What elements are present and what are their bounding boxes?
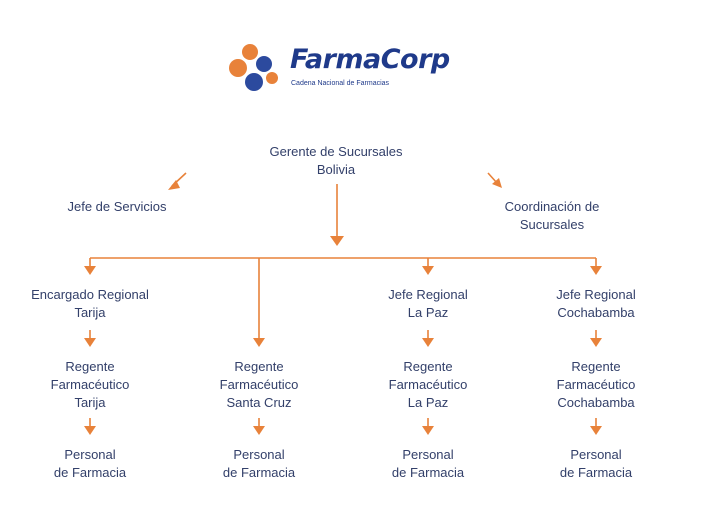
node-encargado-regional-tarija: Encargado Regional Tarija [31,287,149,320]
brand-tagline: Cadena Nacional de Farmacias [291,80,390,87]
node-personal-farmacia-cochabamba: Personal de Farmacia [559,447,633,480]
node-coordinacion-sucursales: Coordinación de Sucursales [504,199,600,232]
farmacorp-logo-icon [229,44,278,91]
arrowhead-personal-4 [590,426,602,435]
arrowhead-trunk [330,236,344,246]
node-jefe-regional-cochabamba: Jefe Regional Cochabamba [556,287,636,320]
arrowhead-cochabamba [590,266,602,275]
node-personal-farmacia-santa-cruz: Personal de Farmacia [222,447,296,480]
arrowhead-coordinacion [492,178,502,188]
node-regente-cochabamba: Regente Farmacéutico Cochabamba [556,359,636,410]
node-regente-tarija: Regente Farmacéutico Tarija [50,359,130,410]
node-personal-farmacia-tarija: Personal de Farmacia [53,447,127,480]
arrowhead-personal-2 [253,426,265,435]
arrowhead-personal-3 [422,426,434,435]
arrowhead-santa-cruz [253,338,265,347]
arrowhead-tarija [84,266,96,275]
arrowhead-regente-cochabamba [590,338,602,347]
arrowhead-personal-1 [84,426,96,435]
arrowhead-la-paz [422,266,434,275]
node-regente-santa-cruz: Regente Farmacéutico Santa Cruz [219,359,299,410]
node-personal-farmacia-la-paz: Personal de Farmacia [391,447,465,480]
node-jefe-regional-la-paz: Jefe Regional La Paz [388,287,468,320]
brand-name: FarmaCorp [290,44,450,75]
arrowhead-jefe-servicios [168,180,180,190]
node-regente-la-paz: Regente Farmacéutico La Paz [388,359,468,410]
node-gerente-sucursales: Gerente de Sucursales Bolivia [269,144,403,177]
arrowhead-regente-la-paz [422,338,434,347]
arrowhead-regente-tarija [84,338,96,347]
node-jefe-servicios: Jefe de Servicios [67,199,167,214]
